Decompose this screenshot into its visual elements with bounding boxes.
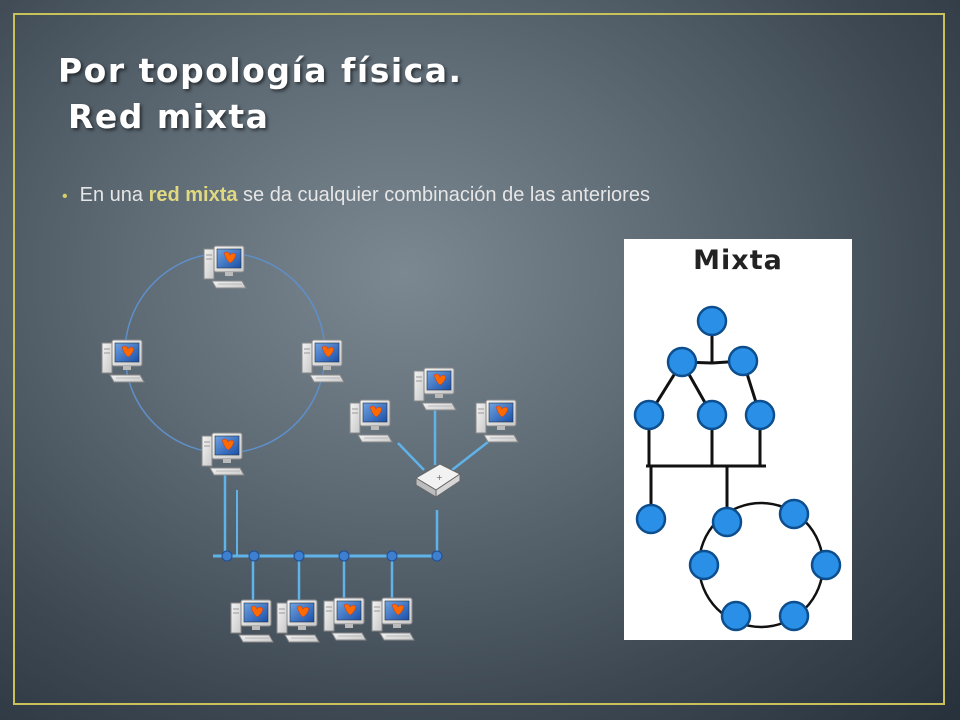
svg-text:+: + (436, 473, 443, 482)
bullet-highlight: red mixta (148, 184, 238, 206)
computer-icon (201, 432, 245, 476)
topology-node (720, 600, 752, 632)
star-link-right (451, 441, 489, 471)
panel-title: Mixta (693, 245, 783, 276)
bullet-text-after: se da cualquier combinación de las anter… (237, 184, 650, 206)
computer-icon (301, 339, 345, 383)
computer-icon (413, 367, 457, 411)
topology-node (810, 549, 842, 581)
bullet-text-before: En una (79, 184, 149, 206)
title-line-2: Red mixta (68, 97, 270, 136)
title-line-1: Por topología física. (58, 51, 463, 90)
topology-node (635, 503, 667, 535)
computer-icon (230, 599, 274, 643)
topology-node (688, 549, 720, 581)
mixed-topology-panel: Mixta (624, 239, 852, 640)
topology-node (744, 399, 776, 431)
topology-node (666, 346, 698, 378)
topology-node (727, 345, 759, 377)
computer-icon (349, 399, 393, 443)
hub-icon: + (415, 463, 461, 498)
topology-node (633, 399, 665, 431)
bus-taps (221, 550, 443, 562)
computer-icon (371, 597, 415, 641)
topology-node (778, 498, 810, 530)
topology-node (778, 600, 810, 632)
topology-node (711, 506, 743, 538)
computer-icon (475, 399, 519, 443)
computer-icon (203, 245, 247, 289)
topology-node (696, 399, 728, 431)
computer-icon (276, 599, 320, 643)
computer-icon (101, 339, 145, 383)
computer-icon (323, 597, 367, 641)
star-link-left (397, 442, 425, 471)
mixed-topology-diagram (633, 305, 842, 632)
bullet-dot-icon: • (62, 188, 68, 205)
slide-frame (13, 13, 945, 705)
topology-node (696, 305, 728, 337)
bullet-item: • En una red mixta se da cualquier combin… (62, 181, 650, 211)
slide-title: Por topología física. Red mixta (58, 48, 463, 140)
